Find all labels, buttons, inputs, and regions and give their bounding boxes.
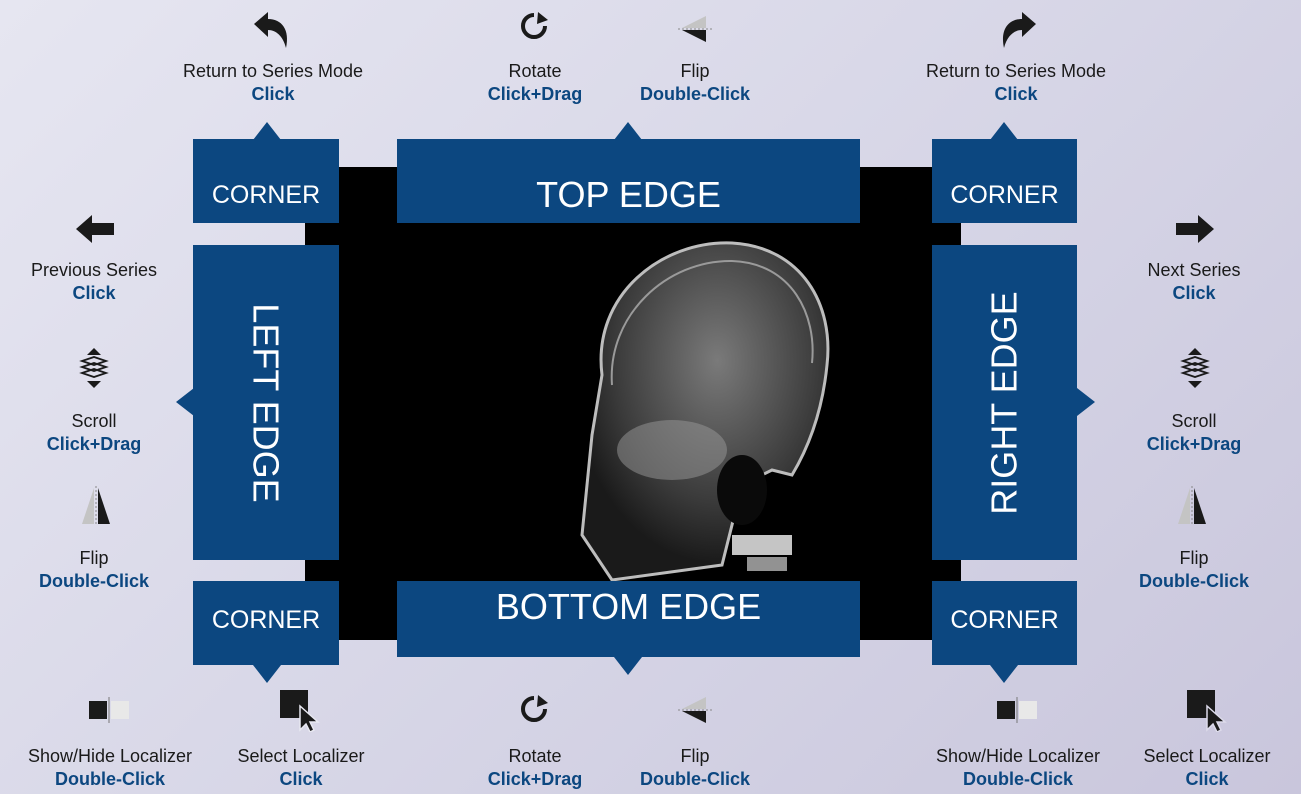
caption-br-select: Select Localizer Click	[1143, 745, 1270, 791]
caption-left-flip: Flip Double-Click	[39, 547, 149, 593]
curved-arrow-right-icon	[996, 10, 1040, 52]
pointer-left	[176, 388, 194, 416]
caption-action: Click	[1147, 282, 1240, 305]
caption-label: Rotate	[508, 61, 561, 81]
caption-right-next: Next Series Click	[1147, 259, 1240, 305]
flip-vertical-icon	[678, 695, 714, 725]
caption-action: Click	[1143, 768, 1270, 791]
caption-action: Click+Drag	[488, 768, 583, 791]
caption-action: Click+Drag	[47, 433, 142, 456]
caption-label: Show/Hide Localizer	[28, 746, 192, 766]
caption-label: Flip	[79, 548, 108, 568]
caption-action: Click	[926, 83, 1106, 106]
corner-bottom-right[interactable]: CORNER	[932, 581, 1077, 665]
right-edge-label-2: RIGHT EDGE	[984, 291, 1026, 514]
right-edge-text-holder: RIGHT EDGE	[932, 245, 1077, 560]
corner-top-right[interactable]: CORNER	[932, 139, 1077, 223]
caption-bottom-flip: Flip Double-Click	[640, 745, 750, 791]
select-localizer-icon	[1187, 690, 1231, 732]
caption-action: Double-Click	[640, 768, 750, 791]
pointer-right	[1077, 388, 1095, 416]
caption-label: Previous Series	[31, 260, 157, 280]
caption-label: Scroll	[71, 411, 116, 431]
arrow-right-icon	[1176, 215, 1214, 243]
caption-action: Click	[31, 282, 157, 305]
caption-left-scroll: Scroll Click+Drag	[47, 410, 142, 456]
skull-xray-image	[572, 235, 842, 585]
caption-br-showhide: Show/Hide Localizer Double-Click	[936, 745, 1100, 791]
caption-action: Double-Click	[28, 768, 192, 791]
caption-right-scroll: Scroll Click+Drag	[1147, 410, 1242, 456]
scroll-stack-icon	[79, 348, 109, 388]
caption-action: Click	[237, 768, 364, 791]
left-edge-text-holder: LEFT EDGE	[193, 245, 339, 560]
rotate-icon	[518, 10, 550, 42]
corner-label: CORNER	[212, 606, 320, 641]
caption-top-rotate: Rotate Click+Drag	[488, 60, 583, 106]
bottom-edge-panel[interactable]: BOTTOM EDGE	[397, 581, 860, 657]
caption-label: Flip	[680, 746, 709, 766]
caption-label: Select Localizer	[237, 746, 364, 766]
curved-arrow-left-icon	[250, 10, 294, 52]
caption-label: Rotate	[508, 746, 561, 766]
top-edge-label: TOP EDGE	[536, 146, 721, 216]
caption-top-flip: Flip Double-Click	[640, 60, 750, 106]
arrow-left-icon	[76, 215, 114, 243]
caption-label: Flip	[680, 61, 709, 81]
caption-action: Click	[183, 83, 363, 106]
caption-label: Return to Series Mode	[926, 61, 1106, 81]
caption-label: Next Series	[1147, 260, 1240, 280]
localizer-toggle-icon	[89, 697, 131, 723]
caption-action: Double-Click	[39, 570, 149, 593]
bottom-edge-label: BOTTOM EDGE	[496, 586, 761, 652]
caption-right-flip: Flip Double-Click	[1139, 547, 1249, 593]
caption-action: Click+Drag	[1147, 433, 1242, 456]
pointer-top	[614, 122, 642, 140]
flip-horizontal-icon	[80, 486, 112, 526]
scroll-stack-icon	[1180, 348, 1210, 388]
caption-bl-showhide: Show/Hide Localizer Double-Click	[28, 745, 192, 791]
caption-action: Double-Click	[640, 83, 750, 106]
caption-label: Show/Hide Localizer	[936, 746, 1100, 766]
caption-label: Scroll	[1171, 411, 1216, 431]
flip-horizontal-icon	[1176, 486, 1208, 526]
caption-left-prev: Previous Series Click	[31, 259, 157, 305]
left-edge-label-2: LEFT EDGE	[245, 303, 287, 502]
pointer-br	[990, 665, 1018, 683]
caption-action: Double-Click	[936, 768, 1100, 791]
caption-bottom-rotate: Rotate Click+Drag	[488, 745, 583, 791]
caption-label: Flip	[1179, 548, 1208, 568]
top-edge-panel[interactable]: TOP EDGE	[397, 139, 860, 223]
caption-action: Double-Click	[1139, 570, 1249, 593]
localizer-toggle-icon	[997, 697, 1039, 723]
corner-top-left[interactable]: CORNER	[193, 139, 339, 223]
corner-label: CORNER	[212, 153, 320, 210]
rotate-icon	[518, 693, 550, 725]
corner-label: CORNER	[950, 606, 1058, 641]
pointer-tl	[253, 122, 281, 140]
caption-label: Select Localizer	[1143, 746, 1270, 766]
corner-bottom-left[interactable]: CORNER	[193, 581, 339, 665]
pointer-tr	[990, 122, 1018, 140]
select-localizer-icon	[280, 690, 324, 732]
caption-bl-select: Select Localizer Click	[237, 745, 364, 791]
pointer-bottom	[614, 657, 642, 675]
flip-vertical-icon	[678, 14, 714, 44]
caption-tl-return: Return to Series Mode Click	[183, 60, 363, 106]
caption-label: Return to Series Mode	[183, 61, 363, 81]
pointer-bl	[253, 665, 281, 683]
caption-tr-return: Return to Series Mode Click	[926, 60, 1106, 106]
caption-action: Click+Drag	[488, 83, 583, 106]
corner-label: CORNER	[950, 153, 1058, 210]
